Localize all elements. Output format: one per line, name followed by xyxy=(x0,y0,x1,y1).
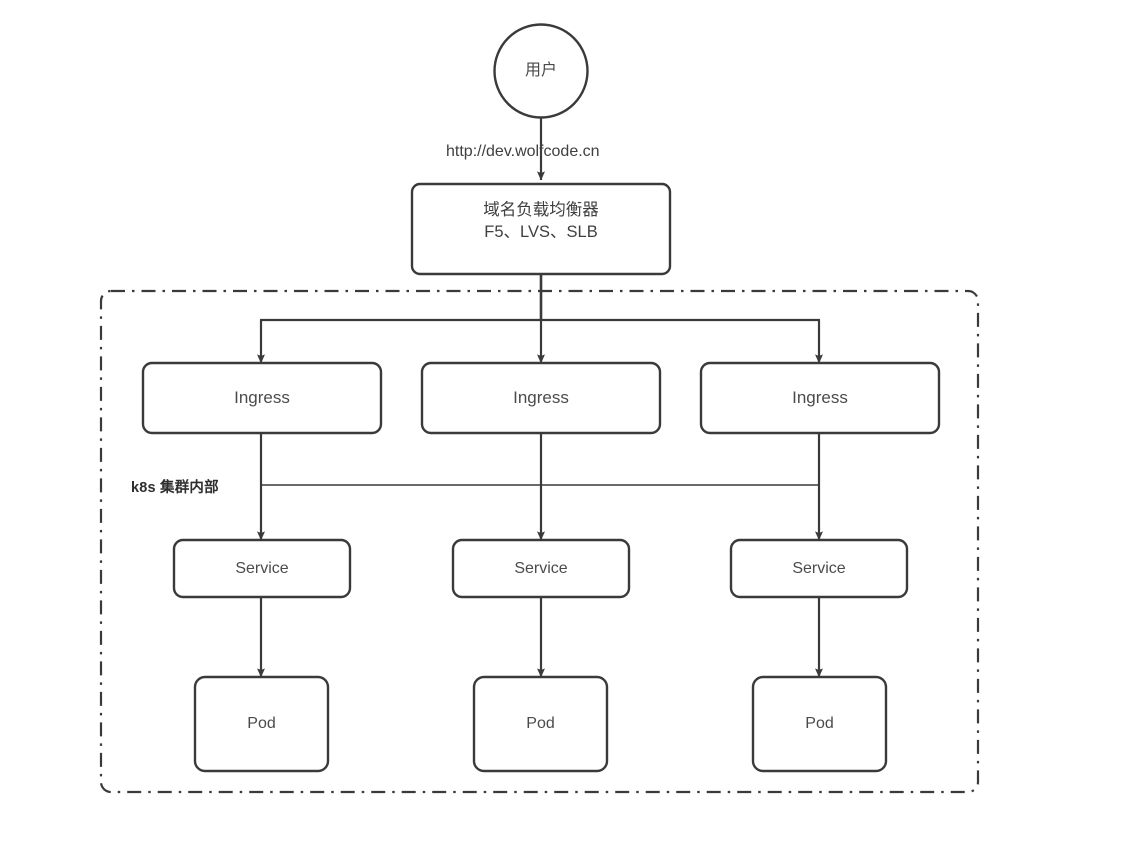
k8s-cluster-label: k8s 集群内部 xyxy=(131,480,219,496)
ingress-node-shape-2[interactable] xyxy=(420,361,662,435)
edge-label-user-url: http://dev.wolfcode.cn xyxy=(446,143,600,160)
k8s-cluster-boundary xyxy=(99,289,980,794)
service-node-shape-3[interactable] xyxy=(729,538,909,599)
service-node-shape-1[interactable] xyxy=(172,538,352,599)
pod-node-shape-2[interactable] xyxy=(472,675,609,773)
pod-node-shape-1[interactable] xyxy=(193,675,330,773)
user-node-shape[interactable] xyxy=(493,23,589,119)
loadbalancer-node-shape[interactable] xyxy=(410,182,672,276)
pod-node-shape-3[interactable] xyxy=(751,675,888,773)
service-node-shape-2[interactable] xyxy=(451,538,631,599)
ingress-node-shape-3[interactable] xyxy=(699,361,941,435)
ingress-node-shape-1[interactable] xyxy=(141,361,383,435)
